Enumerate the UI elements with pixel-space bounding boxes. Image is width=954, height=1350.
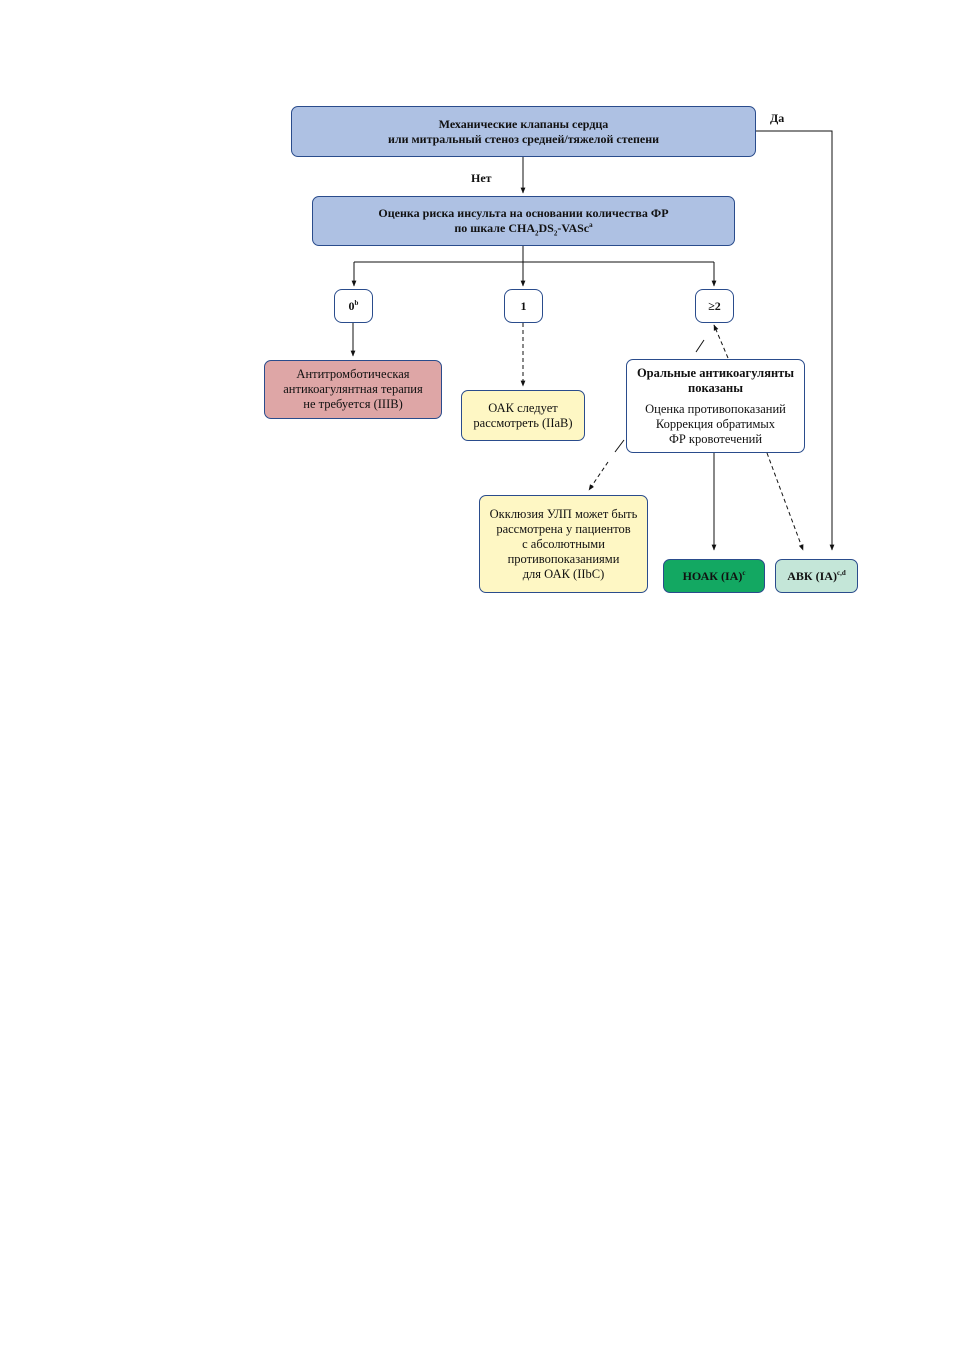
oac-consider-box: ОАК следует рассмотреть (IIaB) xyxy=(461,390,585,441)
score-one-value: 1 xyxy=(520,298,527,313)
vka-box: АВК (IA)c,d xyxy=(775,559,858,593)
mechanical-valves-line1: Механические клапаны сердца xyxy=(438,116,609,131)
laa-occlusion-box: Окклюзия УЛП может быть рассмотрена у па… xyxy=(479,495,648,593)
score-zero-value: 0 xyxy=(348,298,355,313)
score-zero-box: 0b xyxy=(334,289,373,323)
score-one-box: 1 xyxy=(504,289,543,323)
no-label: Нет xyxy=(471,171,492,185)
noac-box: НОАК (IA)c xyxy=(663,559,765,593)
stroke-risk-line1: Оценка риска инсульта на основании колич… xyxy=(378,206,669,220)
yes-label: Да xyxy=(770,111,785,125)
oac-indicated-box: Оральные антикоагулянты показаны Оценка … xyxy=(626,359,805,453)
mechanical-valves-box: Механические клапаны сердца или митральн… xyxy=(291,106,756,157)
stroke-risk-line2: по шкале CHA2DS2-VASca xyxy=(454,221,593,238)
score-two-plus-value: ≥2 xyxy=(708,298,721,313)
yes-connector xyxy=(756,130,835,551)
mechanical-valves-line2: или митральный стеноз средней/тяжелой ст… xyxy=(387,131,660,146)
no-therapy-box: Антитромботическая антикоагулянтная тера… xyxy=(264,360,442,419)
score-two-plus-box: ≥2 xyxy=(695,289,734,323)
stroke-risk-box: Оценка риска инсульта на основании колич… xyxy=(312,196,735,246)
